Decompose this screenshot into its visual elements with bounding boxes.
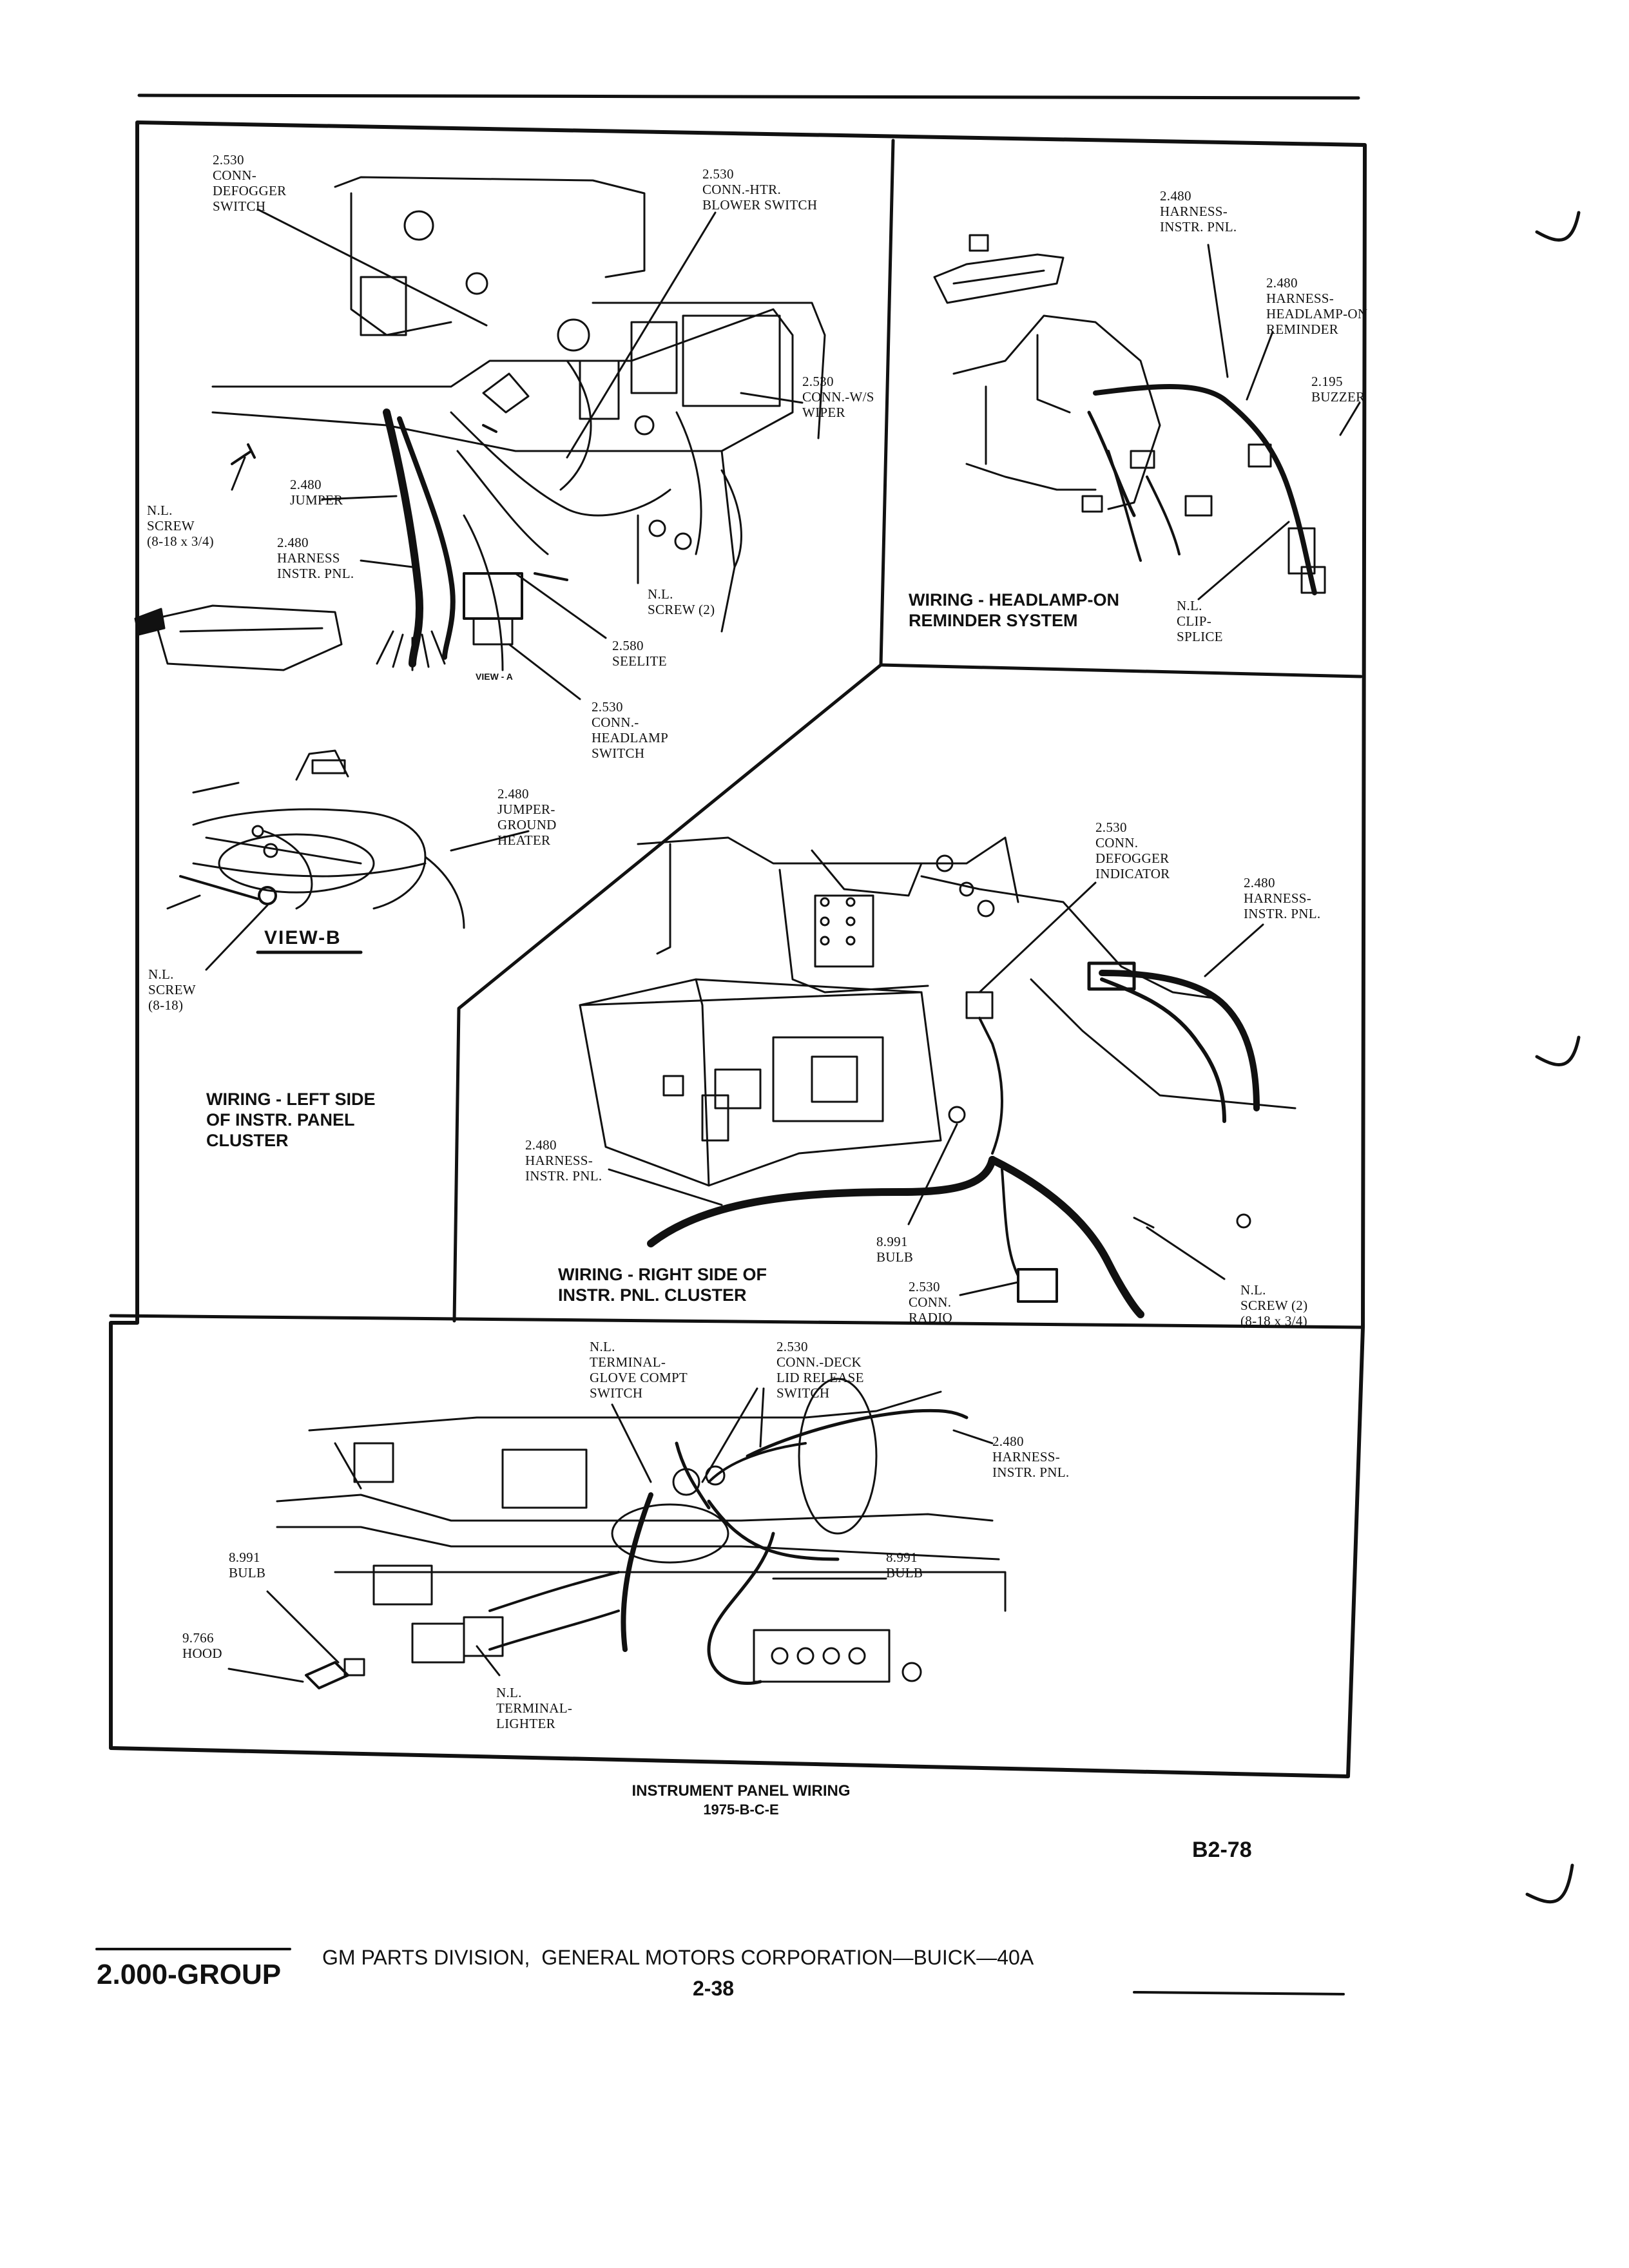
label-harness-instr-pnl-right: 2.480 HARNESS- INSTR. PNL. [1244,875,1321,921]
label-harness-instr-pnl-mid: 2.480 HARNESS- INSTR. PNL. [525,1137,602,1184]
diagram-subtitle: 1975-B-C-E [703,1802,779,1818]
label-htr-blower-switch: 2.530 CONN.-HTR. BLOWER SWITCH [702,166,818,213]
label-glove-compt-switch: N.L. TERMINAL- GLOVE COMPT SWITCH [590,1339,688,1401]
label-harness-instr-pnl-top: 2.480 HARNESS- INSTR. PNL. [1160,188,1237,235]
caption-right-side: WIRING - RIGHT SIDE OF INSTR. PNL. CLUST… [558,1265,767,1305]
label-hood: 9.766 HOOD [182,1630,222,1661]
footer-group: 2.000-GROUP [97,1959,282,1990]
caption-left-side: WIRING - LEFT SIDE OF INSTR. PANEL CLUST… [206,1090,376,1150]
label-nl-screw-2-right: N.L. SCREW (2) (8-18 x 3/4) [1240,1282,1308,1329]
label-view-b: VIEW-B [264,927,342,948]
label-harness-instr-pnl: 2.480 HARNESS INSTR. PNL. [277,535,354,581]
label-buzzer: 2.195 BUZZER [1311,374,1365,405]
label-nl-screw-2: N.L. SCREW (2) [648,586,715,617]
diagram-title: INSTRUMENT PANEL WIRING [631,1782,851,1800]
label-ws-wiper: 2.530 CONN.-W/S WIPER [802,374,874,420]
label-defogger-switch: 2.530 CONN- DEFOGGER SWITCH [213,152,287,214]
label-bulb-left: 8.991 BULB [229,1550,266,1581]
label-deck-lid-release: 2.530 CONN.-DECK LID RELEASE SWITCH [776,1339,864,1401]
label-harness-instr-pnl-bottom: 2.480 HARNESS- INSTR. PNL. [992,1434,1070,1480]
label-headlamp-switch: 2.530 CONN.- HEADLAMP SWITCH [592,699,669,761]
label-bulb-mid: 8.991 BULB [876,1234,914,1265]
caption-headlamp-system: WIRING - HEADLAMP-ON REMINDER SYSTEM [909,590,1119,630]
label-headlamp-on-reminder: 2.480 HARNESS- HEADLAMP-ON REMINDER [1266,275,1368,337]
label-seelite: 2.580 SEELITE [612,638,667,669]
label-nl-clip-splice: N.L. CLIP- SPLICE [1177,598,1223,644]
label-defogger-indicator: 2.530 CONN. DEFOGGER INDICATOR [1095,820,1170,881]
page-code: B2-78 [1192,1838,1252,1862]
label-bulb-right: 8.991 BULB [886,1550,923,1581]
label-view-a: VIEW - A [476,671,513,682]
label-conn-radio: 2.530 CONN. RADIO [909,1279,952,1325]
footer-division: GM PARTS DIVISION, GENERAL MOTORS CORPOR… [322,1946,1034,1969]
footer-page-number: 2-38 [693,1977,735,2000]
label-jumper-ground-heater: 2.480 JUMPER- GROUND HEATER [497,786,557,848]
label-jumper: 2.480 JUMPER [290,477,343,508]
label-nl-screw-b: N.L. SCREW (8-18) [148,966,196,1013]
label-terminal-lighter: N.L. TERMINAL- LIGHTER [496,1685,573,1731]
label-nl-screw-left: N.L. SCREW (8-18 x 3/4) [147,503,214,549]
